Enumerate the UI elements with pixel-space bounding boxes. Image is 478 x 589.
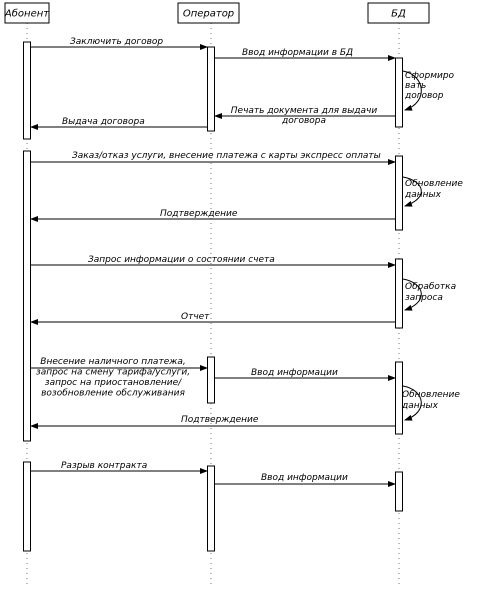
message-label: Запрос информации о состоянии счета — [88, 255, 275, 265]
operator-activation-bar — [207, 46, 215, 132]
db-header-label: БД — [391, 9, 406, 20]
self-message-arrow — [402, 278, 422, 311]
message-label: данных — [404, 190, 442, 200]
message-label: Отчет — [181, 312, 210, 322]
subscriber-activation-bar — [23, 150, 31, 442]
message-label: Ввод информации — [251, 368, 338, 378]
message-label: запроса — [405, 293, 443, 303]
operator-activation-bar — [207, 465, 215, 552]
db-activation-bar — [395, 57, 403, 128]
message-label: Внесение наличного платежа, — [40, 357, 185, 367]
db-activation-bar — [395, 471, 403, 512]
message-label: запрос на приостановление/ — [45, 378, 182, 388]
message-label: Разрыв контракта — [61, 461, 147, 471]
subscriber-header-label: Абонент — [4, 8, 50, 20]
db-header: БД — [367, 2, 430, 24]
message-label: Обработка — [405, 282, 456, 292]
message-label: вать — [405, 81, 426, 91]
db-activation-bar — [395, 258, 403, 329]
self-message-arrow — [402, 385, 422, 421]
message-label: Подтверждение — [160, 209, 238, 219]
message-label: Печать документа для выдачи — [231, 106, 378, 116]
message-label: Выдача договора — [62, 117, 145, 127]
operator-header-label: Оператор — [183, 9, 234, 20]
db-activation-bar — [395, 155, 403, 231]
operator-activation-bar — [207, 356, 215, 404]
self-message-arrow — [402, 176, 422, 207]
message-label: Ввод информации в БД — [242, 48, 353, 58]
message-label: договор — [404, 91, 444, 101]
message-label: договора — [281, 116, 326, 126]
message-label: Обновление — [402, 390, 460, 400]
self-message-arrow — [402, 70, 422, 111]
message-label: данных — [401, 401, 439, 411]
message-label: Заказ/отказ услуги, внесение платежа с к… — [72, 151, 381, 161]
message-label: Обновление — [405, 179, 463, 189]
message-label: Заключить договор — [70, 37, 163, 47]
subscriber-activation-bar — [23, 41, 31, 140]
message-label: возобновление обслуживания — [41, 389, 185, 399]
message-label: Сформиро — [405, 71, 455, 81]
subscriber-activation-bar — [23, 461, 31, 552]
operator-header: Оператор — [177, 2, 240, 24]
message-label: Подтверждение — [181, 415, 259, 425]
db-activation-bar — [395, 361, 403, 435]
message-label: запрос на смену тарифа/услуги, — [36, 368, 190, 378]
message-label: Ввод информации — [261, 473, 348, 483]
subscriber-header: Абонент — [4, 2, 50, 24]
